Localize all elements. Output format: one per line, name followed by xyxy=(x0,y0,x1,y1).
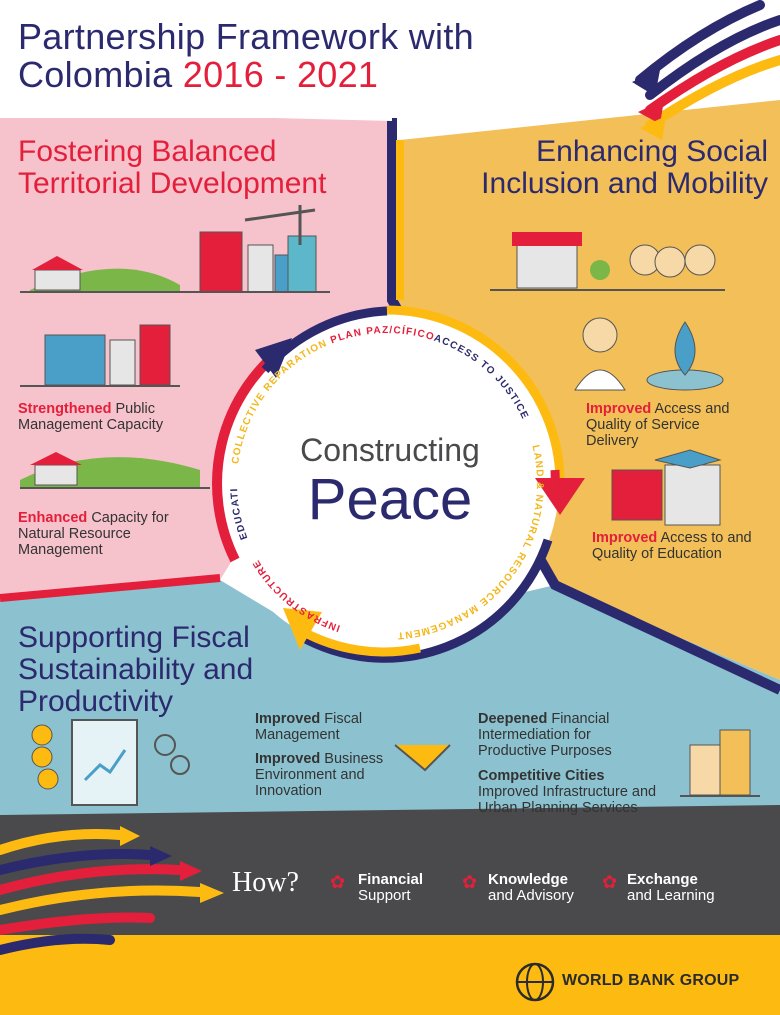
center-title-peace: Peace xyxy=(307,467,473,532)
outcome-natural-resource: Enhanced Capacity for Natural Resource M… xyxy=(18,510,169,558)
bottom-left-arrows xyxy=(0,829,205,955)
top-right-arrows xyxy=(635,0,780,130)
public-buildings-illustration xyxy=(20,324,180,387)
social-section-title: Enhancing Social Inclusion and Mobility xyxy=(481,135,768,200)
city-skyline-illustration xyxy=(20,205,330,293)
gear-icon: ✿ xyxy=(330,872,346,892)
ring-label-infrastructure: INFRASTRUCTURE xyxy=(251,557,341,633)
doctor-and-water-illustration xyxy=(574,317,724,391)
fiscal-panel xyxy=(0,580,780,815)
footer-band xyxy=(0,935,780,1015)
fiscal-illustration xyxy=(31,719,190,806)
page-title: Partnership Framework with Colombia 2016… xyxy=(18,18,474,94)
fiscal-section-title: Supporting Fiscal Sustainability and Pro… xyxy=(18,621,254,718)
title-line1: Partnership Framework with xyxy=(18,16,474,57)
svg-text:PLAN PAZ/CÍFICO: PLAN PAZ/CÍFICO xyxy=(329,324,436,347)
outcome-public-management: Strengthened Public Management Capacity xyxy=(18,401,164,433)
territorial-section-title: Fostering Balanced Territorial Developme… xyxy=(18,135,327,200)
urban-buildings-illustration xyxy=(680,729,760,797)
svg-text:ACCESS TO JUSTICE: ACCESS TO JUSTICE xyxy=(432,333,530,422)
handshake-illustration xyxy=(394,744,451,772)
shop-and-people-illustration xyxy=(490,232,725,291)
ring-arrow-yellow-bottom xyxy=(297,626,421,657)
outcome-financial-intermediation: Deepened Financial Intermediation for Pr… xyxy=(478,711,612,759)
ring-arrow-yellow xyxy=(386,305,565,481)
gear-icon: ✿ xyxy=(462,872,478,892)
outcome-competitive-cities: Competitive Cities Improved Infrastructu… xyxy=(478,768,657,816)
outcome-service-delivery: Improved Access and Quality of Service D… xyxy=(586,401,730,449)
ring-arrow-navy-bottom xyxy=(297,538,553,663)
nature-illustration xyxy=(20,452,210,489)
title-years: 2016 - 2021 xyxy=(182,54,379,95)
how-band xyxy=(0,805,780,935)
gear-icon: ✿ xyxy=(602,872,618,892)
world-bank-globe-icon xyxy=(515,962,555,1002)
how-label: How? xyxy=(232,867,299,898)
outcome-fiscal-management: Improved Fiscal Management xyxy=(255,711,363,743)
center-title-constructing: Constructing xyxy=(300,432,480,468)
title-line2-prefix: Colombia xyxy=(18,54,173,95)
outcome-business-environment: Improved Business Environment and Innova… xyxy=(255,751,384,799)
outcome-education: Improved Access to and Quality of Educat… xyxy=(592,530,752,562)
ring-label-access-to-justice: ACCESS TO JUSTICE xyxy=(432,333,529,422)
ring-label-plan-pazcifico: PLAN PAZ/CÍFICO xyxy=(329,324,435,347)
center-circle xyxy=(215,311,559,655)
world-bank-group-logo: WORLD BANK GROUP xyxy=(562,972,740,989)
education-illustration xyxy=(611,449,722,526)
svg-text:INFRASTRUCTURE: INFRASTRUCTURE xyxy=(251,557,342,633)
